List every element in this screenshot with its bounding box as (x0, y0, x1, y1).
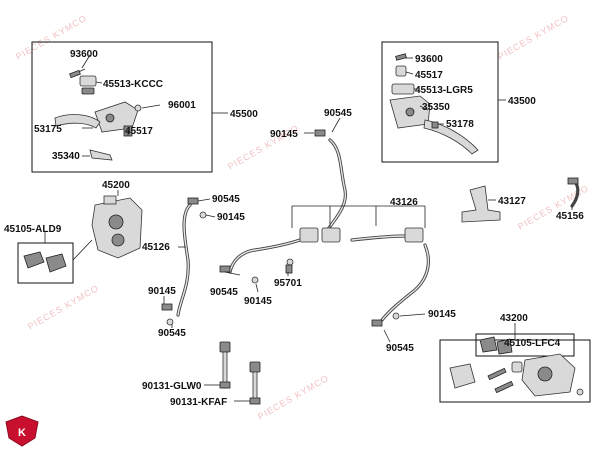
left-brake-pads (23, 251, 67, 273)
label-45156: 45156 (556, 211, 584, 222)
left-brake-hose (176, 203, 192, 317)
kymco-logo: K (5, 415, 39, 447)
label-45105-lfc4: 45105-LFC4 (504, 338, 561, 349)
label-45105-ald9: 45105-ALD9 (4, 224, 62, 235)
left-box-leaders (81, 54, 228, 157)
brake-sensor-45156 (567, 177, 580, 208)
right-caliper-parts (449, 336, 584, 397)
label-95701: 95701 (274, 278, 302, 289)
right-pad-box (475, 333, 575, 357)
watermark: PIECES KYMCO (516, 183, 591, 232)
watermark: PIECES KYMCO (496, 13, 571, 62)
label-90545: 90545 (386, 343, 414, 354)
logo-letter: K (18, 427, 26, 439)
label-90545: 90545 (324, 108, 352, 119)
label-45517: 45517 (125, 126, 153, 137)
label-43500: 43500 (508, 96, 536, 107)
central-brake-hose (228, 138, 430, 322)
label-45513-lgr5: 45513-LGR5 (415, 85, 473, 96)
left-pad-box (17, 242, 74, 284)
label-53178: 53178 (446, 119, 474, 130)
label-45513-kccc: 45513-KCCC (103, 79, 163, 90)
label-90545: 90545 (212, 194, 240, 205)
left-master-cylinder-parts (54, 68, 142, 161)
label-45500: 45500 (230, 109, 258, 120)
label-90131-kfaf: 90131-KFAF (170, 397, 227, 408)
left-master-cylinder-box (31, 41, 213, 173)
label-43127: 43127 (498, 196, 526, 207)
label-53175: 53175 (34, 124, 62, 135)
label-43126: 43126 (390, 197, 418, 208)
label-93600: 93600 (70, 49, 98, 60)
label-45200: 45200 (102, 180, 130, 191)
label-90131-glw0: 90131-GLW0 (142, 381, 202, 392)
label-90145: 90145 (428, 309, 456, 320)
label-35350: 35350 (422, 102, 450, 113)
right-box-leaders (405, 57, 506, 125)
watermark: PIECES KYMCO (256, 373, 331, 422)
label-45517: 45517 (415, 70, 443, 81)
right-master-cylinder-box (381, 41, 499, 163)
label-90145: 90145 (244, 296, 272, 307)
label-93600: 93600 (415, 54, 443, 65)
left-caliper (91, 195, 143, 259)
label-90545: 90545 (210, 287, 238, 298)
watermark: PIECES KYMCO (26, 283, 101, 332)
label-35340: 35340 (52, 151, 80, 162)
label-43200: 43200 (500, 313, 528, 324)
right-master-cylinder-parts (389, 53, 479, 155)
label-90145: 90145 (270, 129, 298, 140)
caliper-bolts (219, 341, 261, 405)
label-45126: 45126 (142, 242, 170, 253)
label-43126-bracket (291, 205, 426, 228)
label-96001: 96001 (168, 100, 196, 111)
label-90145: 90145 (217, 212, 245, 223)
label-90145: 90145 (148, 286, 176, 297)
banjo-bolts-left (161, 197, 207, 326)
hose-bracket-43127 (461, 185, 501, 223)
central-fittings (219, 129, 424, 327)
label-90545: 90545 (158, 328, 186, 339)
